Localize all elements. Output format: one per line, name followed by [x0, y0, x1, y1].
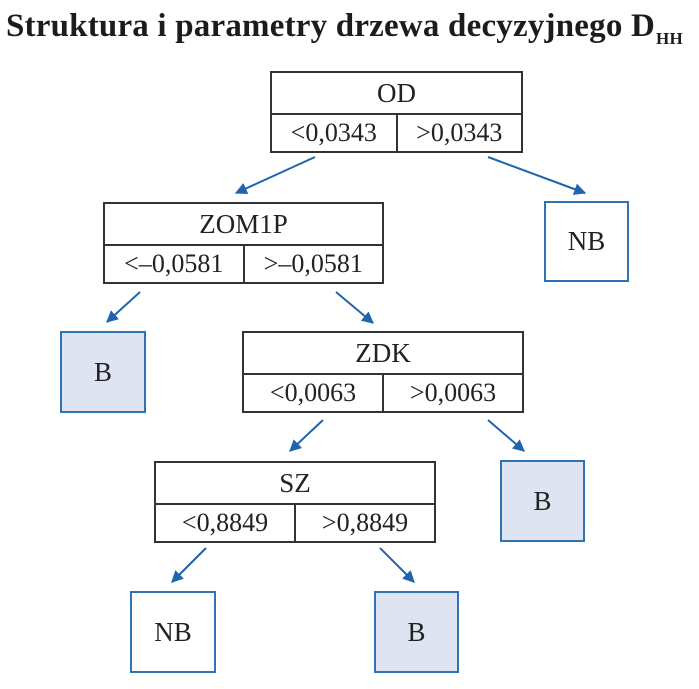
arrow-zdk-right [487, 419, 525, 452]
node-od-right-split: >0,0343 [395, 115, 522, 151]
node-sz-left-split: <0,8849 [181, 508, 269, 537]
arrow-od-right [487, 156, 587, 195]
node-zom1p-name: ZOM1P [105, 204, 382, 246]
node-od: OD <0,0343 >0,0343 [270, 71, 523, 153]
node-zdk: ZDK <0,0063 >0,0063 [242, 331, 524, 413]
diagram-title: Struktura i parametry drzewa decyzyjnego… [6, 8, 683, 49]
node-zom1p-left-split: <–0,0581 [124, 249, 224, 278]
title-text: Struktura i parametry drzewa decyzyjnego… [6, 8, 656, 44]
node-zdk-right-split: >0,0063 [382, 375, 522, 411]
node-zom1p-right-split: >–0,0581 [242, 246, 383, 282]
node-od-name: OD [272, 73, 521, 115]
node-od-left-split: <0,0343 [290, 118, 377, 147]
node-sz-name: SZ [156, 463, 434, 505]
leaf-sz-right: B [374, 591, 459, 673]
arrow-sz-left [171, 547, 207, 583]
node-zdk-name: ZDK [244, 333, 522, 375]
arrow-zom1p-left [106, 291, 141, 323]
arrow-zdk-left [289, 419, 324, 452]
leaf-zdk-right: B [500, 460, 585, 542]
node-sz-right-split: >0,8849 [294, 505, 434, 541]
leaf-zom1p-left: B [60, 331, 146, 413]
arrow-od-left [234, 156, 316, 194]
node-sz: SZ <0,8849 >0,8849 [154, 461, 436, 543]
node-zom1p: ZOM1P <–0,0581 >–0,0581 [103, 202, 384, 284]
leaf-od-right: NB [544, 201, 629, 282]
arrow-sz-right [379, 547, 415, 583]
arrow-zom1p-right [335, 291, 374, 324]
node-zdk-left-split: <0,0063 [269, 378, 357, 407]
title-subscript: HH [656, 29, 683, 48]
leaf-sz-left: NB [130, 591, 216, 673]
